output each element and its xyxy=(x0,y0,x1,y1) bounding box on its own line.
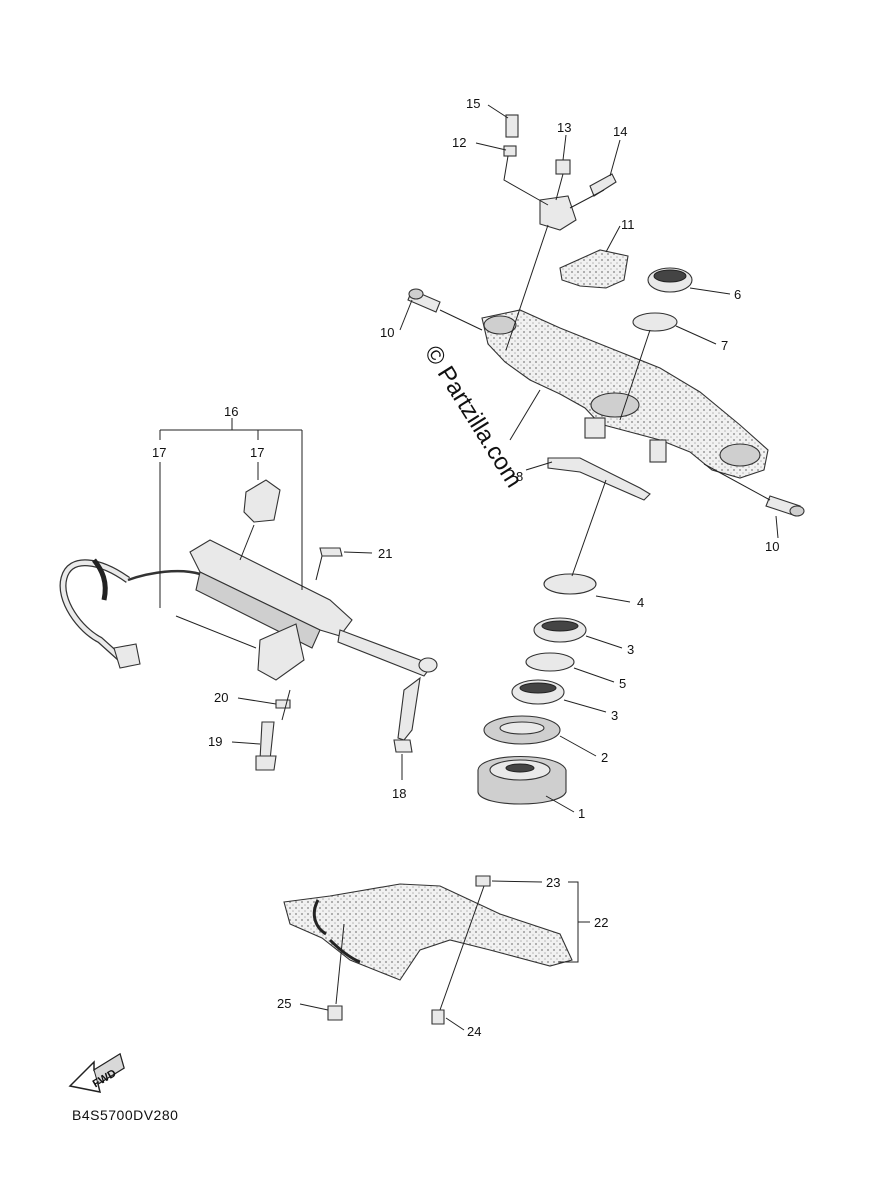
fwd-arrow-icon: FWD xyxy=(68,1052,125,1093)
callout-21: 21 xyxy=(378,546,392,561)
callout-4: 4 xyxy=(637,595,644,610)
bolt-19 xyxy=(259,721,275,761)
bearing-stack xyxy=(477,573,597,805)
bolt-23 xyxy=(475,875,491,887)
bracket-clamp-center xyxy=(590,392,640,418)
callout-7: 7 xyxy=(721,338,728,353)
callout-15: 15 xyxy=(466,96,480,111)
rod-end xyxy=(418,657,438,673)
nut-21 xyxy=(319,547,343,557)
diagram-code: B4S5700DV280 xyxy=(72,1107,178,1123)
callout-11: 11 xyxy=(621,217,635,232)
steering-damper-assembly xyxy=(59,479,438,771)
bracket-boss-right xyxy=(649,439,667,463)
callout-6: 6 xyxy=(734,287,741,302)
bracket-boss xyxy=(584,417,606,439)
ring-7 xyxy=(632,312,678,332)
bracket-clamp-left xyxy=(483,315,517,335)
seal-cap-1 xyxy=(477,756,567,805)
callout-18: 18 xyxy=(392,786,406,801)
lower-bracket xyxy=(283,883,573,981)
callout-9: 8 xyxy=(516,469,523,484)
pinch-bolt-left xyxy=(407,288,441,313)
leader-lines xyxy=(159,104,779,1031)
bolt-25 xyxy=(327,1005,343,1021)
washer-8 xyxy=(547,457,651,501)
callout-10-left: 10 xyxy=(380,325,394,340)
damper-rod xyxy=(337,629,431,677)
callout-2: 2 xyxy=(601,750,608,765)
damper-cap-17 xyxy=(243,479,281,523)
callout-5: 5 xyxy=(619,676,626,691)
callout-1: 1 xyxy=(578,806,585,821)
callout-10-right: 10 xyxy=(765,539,779,554)
seal-5 xyxy=(525,652,575,672)
pinch-bolt-right xyxy=(765,495,805,517)
callout-13: 13 xyxy=(557,120,571,135)
callout-17-left: 17 xyxy=(152,445,166,460)
nut-18 xyxy=(393,739,413,753)
bolt-24 xyxy=(431,1009,445,1025)
callout-16: 16 xyxy=(224,404,238,419)
callout-24: 24 xyxy=(467,1024,481,1039)
callout-25: 25 xyxy=(277,996,291,1011)
cover-bracket xyxy=(559,249,629,289)
callout-19: 19 xyxy=(208,734,222,749)
callout-23: 23 xyxy=(546,875,560,890)
ring-4 xyxy=(543,573,597,595)
bracket-clamp-right xyxy=(719,443,761,467)
upper-bracket-assembly xyxy=(407,114,805,517)
callout-3-upper: 3 xyxy=(627,642,634,657)
callout-labels: 15 12 13 14 11 6 7 10 8 10 4 3 5 3 2 1 1… xyxy=(152,96,779,1039)
callout-12: 12 xyxy=(452,135,466,150)
bolt-20 xyxy=(275,699,291,709)
damper-body-lower xyxy=(257,623,305,681)
callout-17-right: 17 xyxy=(250,445,264,460)
callout-22: 22 xyxy=(594,915,608,930)
callout-3-lower: 3 xyxy=(611,708,618,723)
callout-20: 20 xyxy=(214,690,228,705)
lower-bracket-assembly xyxy=(283,875,573,1025)
callout-14: 14 xyxy=(613,124,627,139)
